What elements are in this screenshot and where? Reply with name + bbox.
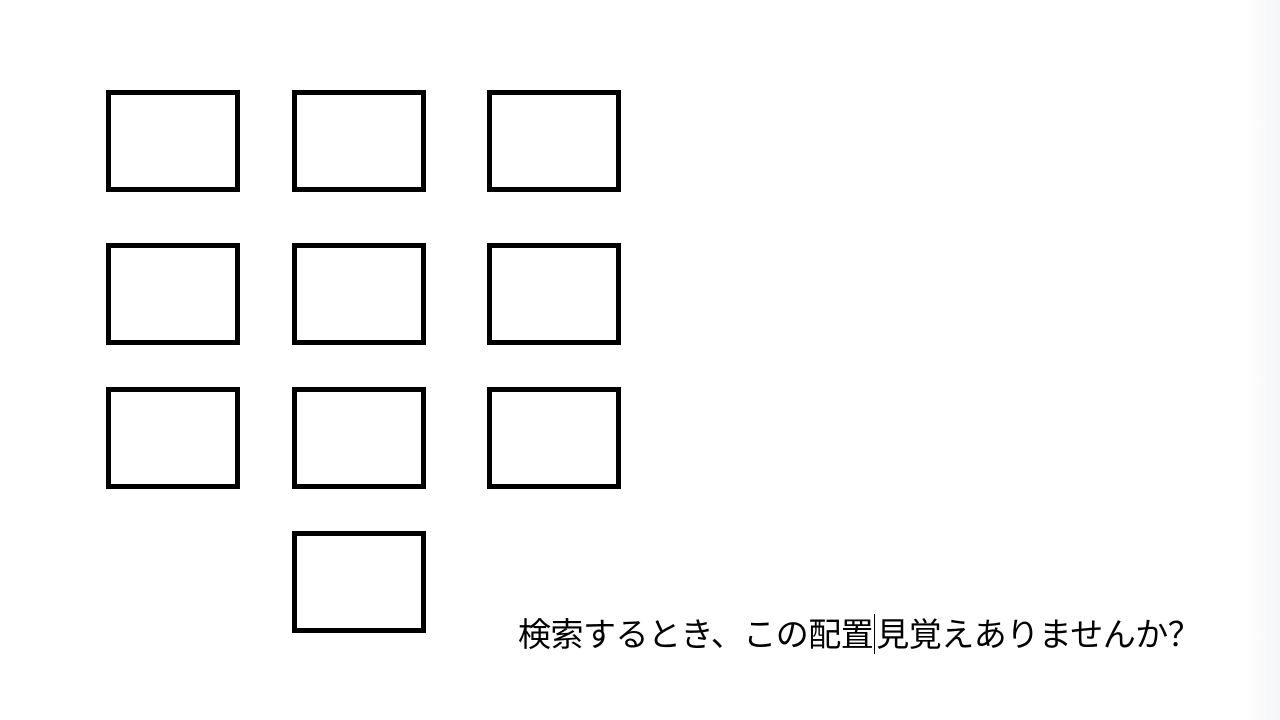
keypad-key-outline xyxy=(106,90,240,192)
caption-text-after-cursor: 見覚えありませんか？ xyxy=(876,615,1201,654)
caption-text-box[interactable]: 検索するとき、この配置見覚えありませんか？ xyxy=(518,612,1201,658)
keypad-key-outline xyxy=(292,531,426,633)
text-cursor xyxy=(874,614,876,654)
keypad-key-outline xyxy=(106,243,240,345)
keypad-key-outline xyxy=(106,387,240,489)
keypad-key-outline xyxy=(487,90,621,192)
keypad-key-outline xyxy=(487,243,621,345)
keypad-key-outline xyxy=(292,90,426,192)
right-edge-shadow xyxy=(1246,0,1280,720)
caption-text-before-cursor: 検索するとき、この配置 xyxy=(518,615,874,654)
keypad-key-outline xyxy=(487,387,621,489)
keypad-key-outline xyxy=(292,243,426,345)
keypad-key-outline xyxy=(292,387,426,489)
